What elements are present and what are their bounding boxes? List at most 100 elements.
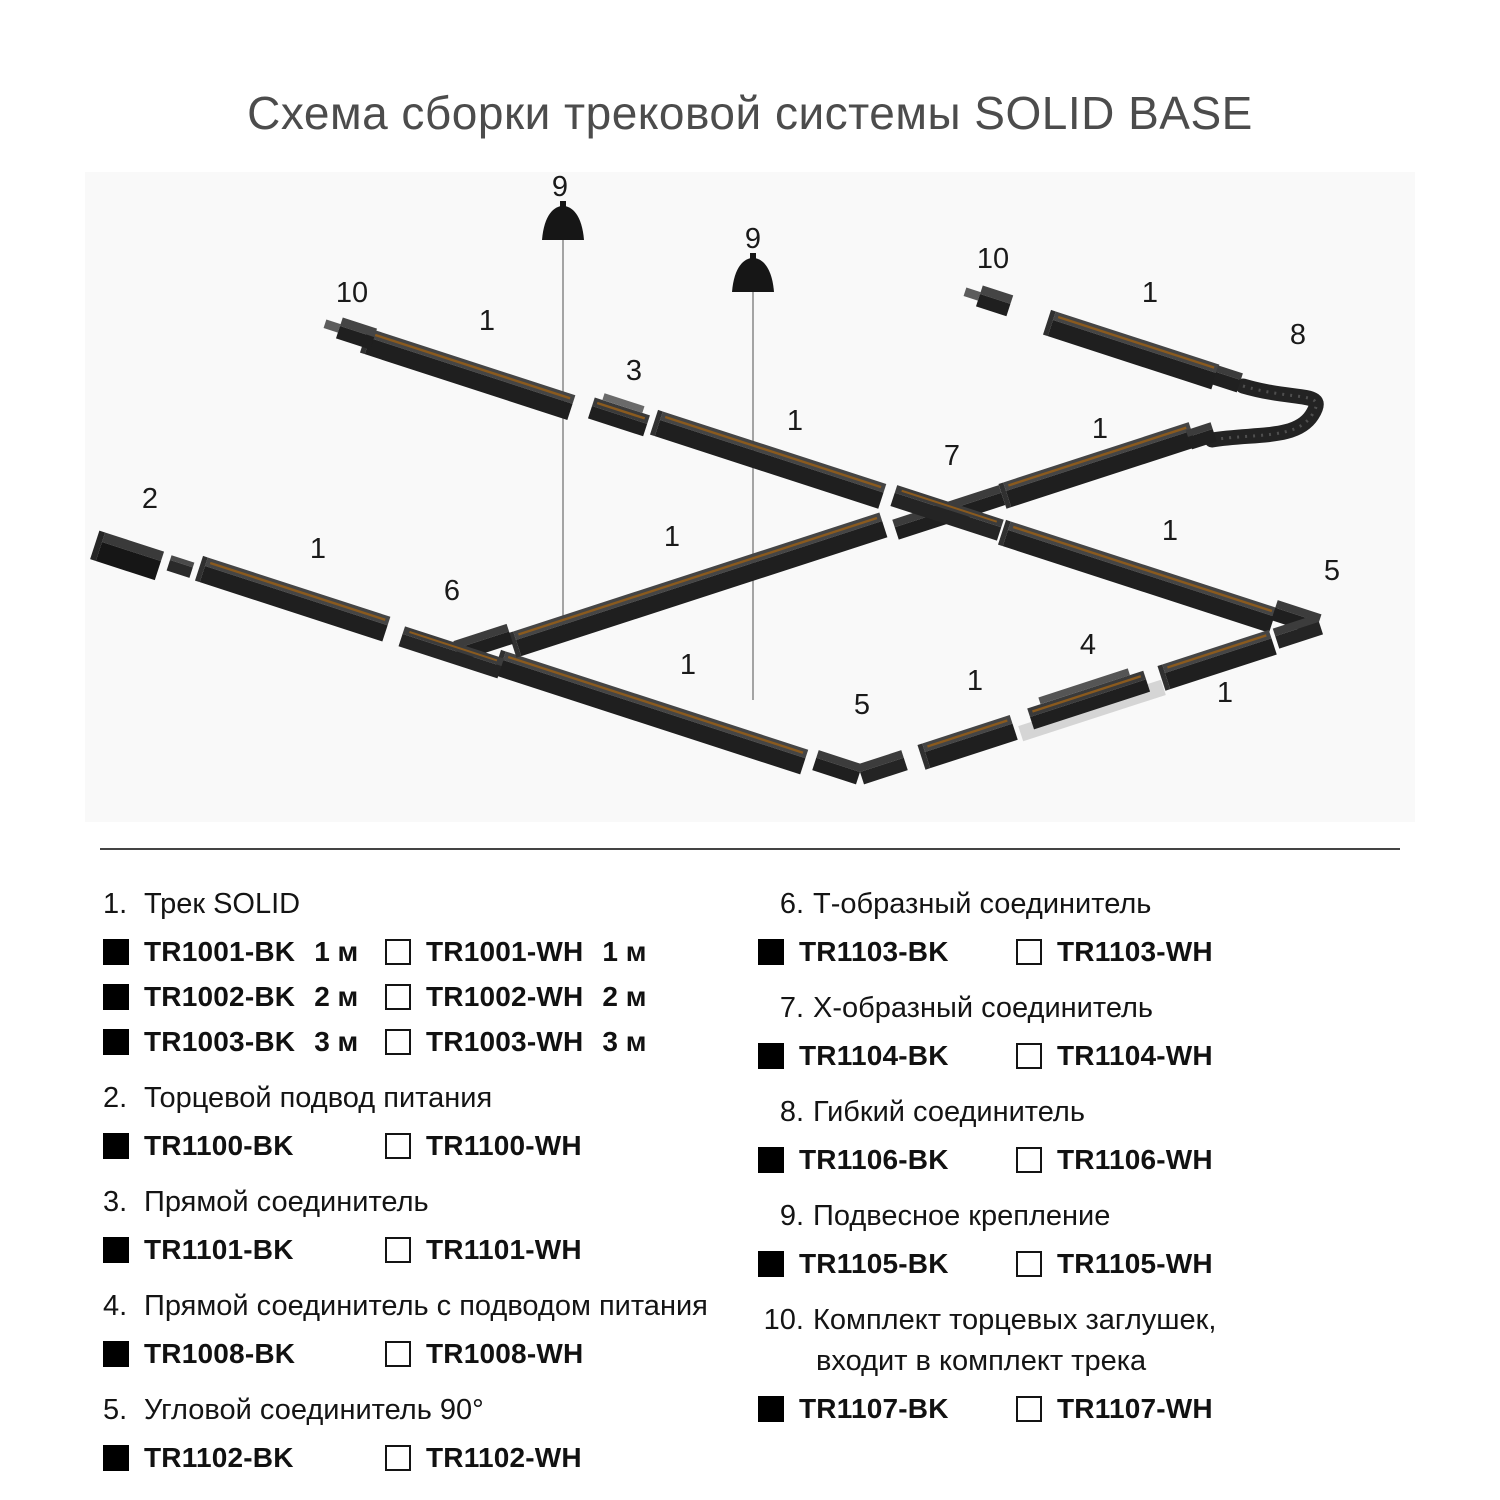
length-note: 2 м (602, 981, 647, 1012)
part-item-end-power-feed: 2. Торцевой подвод питания TR1100-BK TR11… (103, 1082, 743, 1162)
part-title: 10.Комплект торцевых заглушек, (758, 1304, 1468, 1337)
track-piece (1157, 629, 1277, 691)
part-item-corner-connector: 5.Угловой соединитель 90° TR1102-BK TR11… (103, 1394, 743, 1474)
part-name: Х-образный соединитель (813, 992, 1154, 1024)
part-name: Торцевой подвод питания (144, 1082, 493, 1114)
article-code: TR1100-BK (144, 1130, 294, 1161)
diagram-number-label: 1 (680, 649, 696, 681)
variant-white: TR1106-WH (1016, 1144, 1213, 1176)
part-number: 9. (779, 1200, 804, 1232)
part-number: 5. (103, 1394, 128, 1426)
part-name: Подвесное крепление (813, 1200, 1111, 1232)
white-color-swatch (1016, 939, 1042, 965)
diagram-number-label: 1 (787, 405, 803, 437)
black-color-swatch (103, 1237, 129, 1263)
variant-row: TR1105-BK TR1105-WH (758, 1248, 1468, 1280)
diagram-number-label: 10 (977, 243, 1009, 275)
part-name: Трек SOLID (144, 888, 301, 920)
variant-white: TR1102-WH (385, 1442, 582, 1474)
track-piece (917, 715, 1018, 770)
track-piece (649, 409, 887, 509)
article-code: TR1104-WH (1057, 1040, 1213, 1071)
variant-black: TR1107-BK (758, 1393, 1016, 1425)
pendant-mount-piece (542, 201, 584, 240)
part-number: 2. (103, 1082, 128, 1114)
end-cap-piece (963, 285, 1014, 317)
variant-black: TR1101-BK (103, 1234, 385, 1266)
article-code: TR1107-BK (799, 1393, 949, 1424)
article-code: TR1100-WH (426, 1130, 582, 1161)
part-title: 4.Прямой соединитель с подводом питания (103, 1290, 743, 1323)
white-color-swatch (385, 1341, 411, 1367)
variant-row: TR1107-BK TR1107-WH (758, 1393, 1468, 1425)
article-code: TR1001-BK (144, 936, 296, 967)
part-item-straight-power-connector: 4.Прямой соединитель с подводом питания … (103, 1290, 743, 1370)
variant-black: TR1106-BK (758, 1144, 1016, 1176)
black-color-swatch (758, 1147, 784, 1173)
part-name: Прямой соединитель с подводом питания (144, 1290, 708, 1322)
variant-white: TR1101-WH (385, 1234, 582, 1266)
article-code: TR1102-BK (144, 1442, 294, 1473)
article-code: TR1105-BK (799, 1248, 949, 1279)
diagram-number-label: 2 (142, 483, 158, 515)
end-power-feed-piece (90, 530, 165, 581)
diagram-number-label: 6 (444, 575, 460, 607)
white-color-swatch (385, 1445, 411, 1471)
diagram-number-label: 1 (1092, 413, 1108, 445)
length-note: 1 м (314, 936, 359, 967)
article-code: TR1002-BK (144, 981, 296, 1012)
corner-connector-piece (812, 750, 908, 785)
part-title: 5.Угловой соединитель 90° (103, 1394, 743, 1427)
diagram-number-label: 1 (1162, 515, 1178, 547)
white-color-swatch (385, 1029, 411, 1055)
variant-row: TR1104-BK TR1104-WH (758, 1040, 1468, 1072)
variant-black: TR1104-BK (758, 1040, 1016, 1072)
black-color-swatch (758, 1396, 784, 1422)
part-name: Т-образный соединитель (813, 888, 1152, 920)
variant-black: TR1008-BK (103, 1338, 385, 1370)
part-title: 1.Трек SOLID (103, 888, 743, 921)
diagram-number-label: 7 (944, 440, 960, 472)
parts-list-right: 6.Т-образный соединитель TR1103-BK TR110… (758, 888, 1468, 1449)
variant-row: TR1100-BK TR1100-WH (103, 1130, 743, 1162)
article-code: TR1106-BK (799, 1144, 949, 1175)
track-piece (998, 422, 1197, 509)
article-code: TR1008-WH (426, 1338, 584, 1369)
part-number: 7. (779, 992, 804, 1024)
article-code: TR1001-WH (426, 936, 584, 967)
part-number: 8. (779, 1096, 804, 1128)
diagram-number-label: 3 (626, 355, 642, 387)
variant-row: TR1101-BK TR1101-WH (103, 1234, 743, 1266)
part-name: Комплект торцевых заглушек, (813, 1304, 1217, 1336)
variant-black: TR1103-BK (758, 936, 1016, 968)
variant-white: TR1104-WH (1016, 1040, 1213, 1072)
article-code: TR1002-WH (426, 981, 584, 1012)
flexible-connector-piece (1185, 365, 1324, 450)
black-color-swatch (103, 1445, 129, 1471)
white-color-swatch (385, 1133, 411, 1159)
black-color-swatch (103, 1341, 129, 1367)
variant-black: TR1100-BK (103, 1130, 385, 1162)
article-code: TR1003-BK (144, 1026, 296, 1057)
track-piece (508, 512, 888, 658)
track-piece (997, 519, 1278, 633)
part-item-flexible-connector: 8.Гибкий соединитель TR1106-BK TR1106-WH (758, 1096, 1468, 1176)
article-code: TR1106-WH (1057, 1144, 1213, 1175)
variant-white: TR1100-WH (385, 1130, 582, 1162)
diagram-number-label: 5 (854, 689, 870, 721)
part-item-t-connector: 6.Т-образный соединитель TR1103-BK TR110… (758, 888, 1468, 968)
diagram-number-label: 1 (310, 533, 326, 565)
diagram-number-label: 1 (967, 665, 983, 697)
diagram-number-label: 9 (552, 171, 568, 203)
part-title: 8.Гибкий соединитель (758, 1096, 1468, 1129)
part-name-line2: входит в комплект трека (816, 1345, 1147, 1377)
article-code: TR1102-WH (426, 1442, 582, 1473)
article-code: TR1003-WH (426, 1026, 584, 1057)
part-item-x-connector: 7. Х-образный соединитель TR1104-BK TR110… (758, 992, 1468, 1072)
